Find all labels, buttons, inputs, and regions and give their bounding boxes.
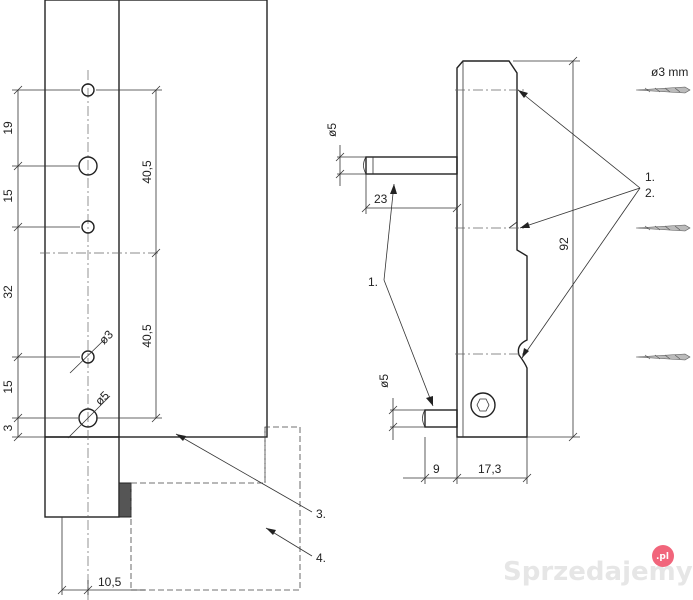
dashed-part-3: [131, 426, 301, 484]
hole-4: [81, 350, 95, 364]
rail-outer: [44, 0, 268, 438]
callout-2-holes: 2.: [645, 186, 655, 200]
dim-15-upper: 15: [1, 189, 15, 203]
dim-32: 32: [1, 285, 15, 299]
dim-19: 19: [1, 121, 15, 135]
stem-block: [118, 482, 132, 518]
dim-40-5-lower: 40,5: [140, 324, 154, 348]
callout-1-pins: 1.: [368, 275, 378, 289]
dim-10-5: 10,5: [98, 575, 122, 589]
dim-9: 9: [433, 462, 440, 476]
dim-3: 3: [1, 424, 15, 431]
watermark-logo: Sprzedajemy .pl: [503, 545, 693, 587]
screw: [470, 392, 496, 418]
dim-15-lower: 15: [1, 380, 15, 394]
right-view: ø5 ø5 23 92: [325, 56, 691, 484]
drill-bit-icon: [635, 353, 691, 361]
hole-1: [81, 83, 95, 97]
drill-label: ø3 mm: [651, 65, 688, 79]
dim-17-3: 17,3: [478, 462, 502, 476]
rail-stem: [44, 436, 120, 518]
callout-3: 3.: [316, 507, 326, 521]
dim-pin-dia-lower: ø5: [377, 374, 391, 388]
lower-pin: [424, 409, 458, 428]
hole-3: [81, 220, 95, 234]
dim-40-5-upper: 40,5: [140, 160, 154, 184]
dim-23: 23: [374, 192, 388, 206]
callout-1-holes: 1.: [645, 170, 655, 184]
dashed-part-4: [130, 483, 301, 591]
dim-pin-dia-upper: ø5: [325, 123, 339, 137]
left-view: 19 15 32 15 3 40,5 40,5 ø3 ø5 10,5: [1, 0, 326, 600]
drill-bit-icon: [635, 86, 691, 94]
dim-92: 92: [557, 237, 571, 251]
svg-text:.pl: .pl: [656, 552, 669, 562]
dim-dia5: ø5: [92, 388, 112, 408]
drill-bit-icon: [635, 224, 691, 232]
upper-pin: [365, 156, 458, 175]
hole-2: [78, 156, 98, 176]
hinge-profile: [456, 60, 528, 438]
callout-4: 4.: [316, 551, 326, 565]
